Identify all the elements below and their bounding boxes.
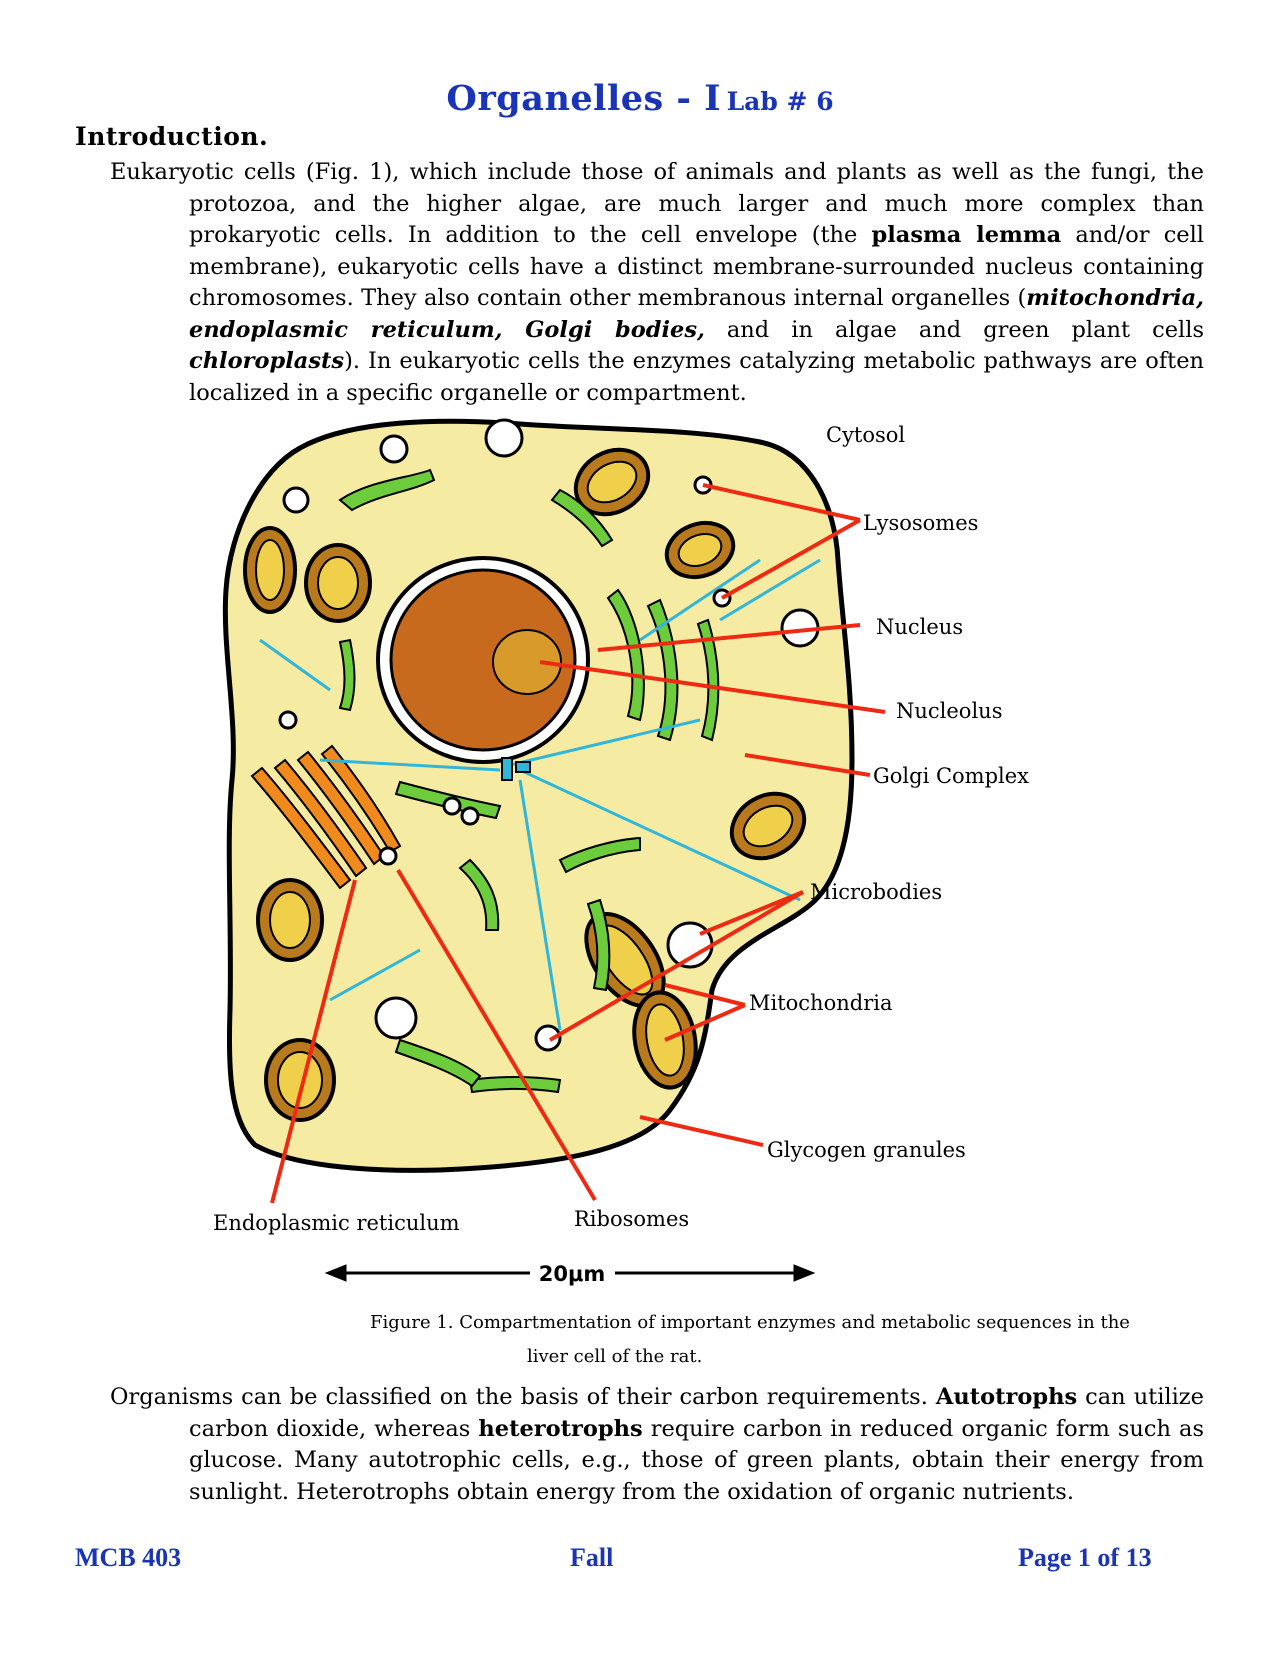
label-cytosol: Cytosol xyxy=(826,423,905,447)
text-run: Eukaryotic cells (Fig. 1), which include… xyxy=(110,159,1204,248)
label-glycogen-granules: Glycogen granules xyxy=(767,1138,966,1162)
label-mitochondria: Mitochondria xyxy=(749,991,892,1015)
nucleolus xyxy=(492,629,562,695)
caption-line-2: liver cell of the rat. xyxy=(527,1346,703,1367)
scale-bar xyxy=(324,1264,816,1282)
text-run: can utilize carbon dioxide, whereas xyxy=(189,1384,1204,1442)
title-main: Organelles - I xyxy=(446,78,722,119)
label-microbodies: Microbodies xyxy=(810,880,942,904)
intro-paragraph: Eukaryotic cells (Fig. 1), which include… xyxy=(110,157,1204,409)
figure-caption: Figure 1. Compartmentation of important … xyxy=(370,1306,1205,1374)
vesicles xyxy=(278,418,820,1052)
pointer-lines xyxy=(270,483,886,1204)
term-heterotrophs: heterotrophs xyxy=(478,1415,643,1442)
rough-er-orange xyxy=(250,744,402,890)
term-chloroplasts: chloroplasts xyxy=(189,348,345,374)
microtubules xyxy=(259,558,821,1031)
term-autotrophs: Autotrophs xyxy=(935,1384,1078,1410)
text-run: Organisms can be classified on the basis… xyxy=(110,1384,936,1410)
page-title: Organelles - I Lab # 6 xyxy=(0,78,1280,119)
term-plasma-lemma: plasma lemma xyxy=(871,222,1062,248)
text-run: and in algae and green plant cells xyxy=(704,316,1204,343)
cell-membrane xyxy=(222,418,855,1173)
text-run: ). In eukaryotic cells the enzymes catal… xyxy=(189,348,1204,406)
centriole xyxy=(515,761,531,773)
centriole xyxy=(501,757,513,781)
footer-term: Fall xyxy=(570,1543,614,1572)
label-nucleolus: Nucleolus xyxy=(896,699,1002,723)
label-lysosomes: Lysosomes xyxy=(863,511,978,535)
mitochondria-inner xyxy=(255,460,794,1109)
carbon-requirements-paragraph: Organisms can be classified on the basis… xyxy=(110,1382,1204,1508)
label-nucleus: Nucleus xyxy=(876,615,963,639)
text-run: require carbon in reduced organic form s… xyxy=(189,1415,1204,1505)
scale-bar-label: 20μm xyxy=(539,1262,606,1286)
footer-page-number: Page 1 of 13 xyxy=(1018,1543,1152,1572)
text-run: and/or cell membrane), eukaryotic cells … xyxy=(189,222,1204,311)
footer-course: MCB 403 xyxy=(75,1543,182,1572)
label-golgi-complex: Golgi Complex xyxy=(873,764,1029,788)
label-ribosomes: Ribosomes xyxy=(574,1207,689,1231)
nucleus-chromatin xyxy=(389,568,577,752)
term-organelles: mitochondria, endoplasmic reticulum, Gol… xyxy=(189,285,1204,343)
label-endoplasmic-reticulum: Endoplasmic reticulum xyxy=(213,1211,460,1235)
caption-line-1: Figure 1. Compartmentation of important … xyxy=(370,1312,1130,1333)
title-lab-number: Lab # 6 xyxy=(726,87,834,116)
section-heading-introduction: Introduction. xyxy=(75,122,269,151)
